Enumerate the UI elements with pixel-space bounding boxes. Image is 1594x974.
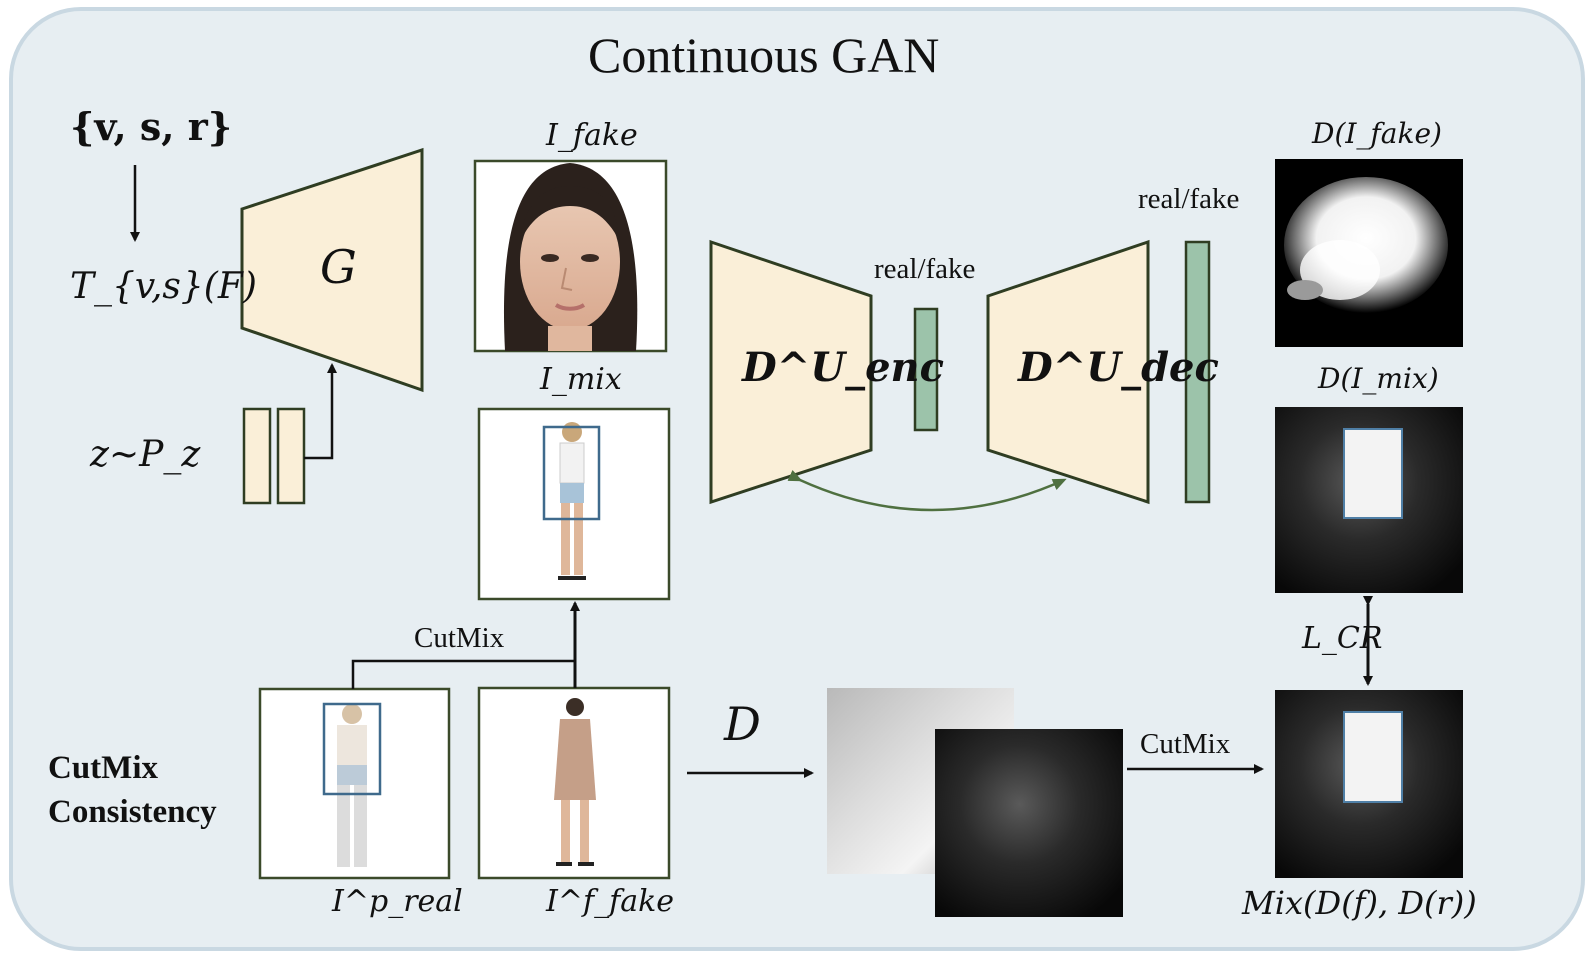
latent-to-generator-arrow [304,363,337,460]
decoder-block [986,239,1150,505]
latent-bar-1 [242,407,272,505]
d-fake-map [1275,159,1463,347]
encoder-block [709,239,873,505]
section-label-line-1: CutMix [48,750,158,786]
decoder-output-label: real/fake [1138,183,1240,215]
diagram-title: Continuous GAN [588,27,940,83]
generator-label: G [320,240,357,294]
latent-bar-2 [276,407,306,505]
fake-full-image [477,686,671,880]
mix-bbox [542,425,601,521]
decoder-output-bar [1184,240,1211,504]
cutmix-top-label: CutMix [414,622,505,654]
d-mix-map [1275,407,1463,593]
mix-result-map [1275,690,1463,878]
d-mix-label: D(I_mix) [1318,362,1439,395]
skip-connection-arrow [787,469,1067,512]
generator-block [240,147,424,393]
mix-result-label: Mix(D(f), D(r)) [1242,884,1477,922]
mix-image [477,407,671,601]
d-fake-label: D(I_fake) [1312,117,1442,150]
d-op-label: D [724,697,761,751]
loss-label: L_CR [1302,621,1383,656]
cutmix-connector [351,659,575,689]
fake-full-image-label: I^f_fake [546,884,675,919]
section-label: CutMix Consistency [48,746,217,834]
fake-face-image [473,159,668,353]
mix-image-label: I_mix [540,362,622,397]
decoder-label: D^U_dec [1018,344,1219,391]
param-label: {v, s, r} [70,104,233,149]
noise-label: z~P_z [90,434,201,475]
transform-label: T_{v,s}(F) [70,266,257,307]
fake-image-label: I_fake [546,118,638,153]
d-output-stack [827,688,1123,917]
section-label-line-2: Consistency [48,794,217,830]
real-image [258,687,451,880]
encoder-output-label: real/fake [874,253,976,285]
encoder-output-bar [913,307,939,432]
real-bbox [322,702,382,796]
cutmix-bottom-label: CutMix [1140,728,1231,760]
encoder-label: D^U_enc [742,344,944,391]
real-image-label: I^p_real [332,884,463,919]
